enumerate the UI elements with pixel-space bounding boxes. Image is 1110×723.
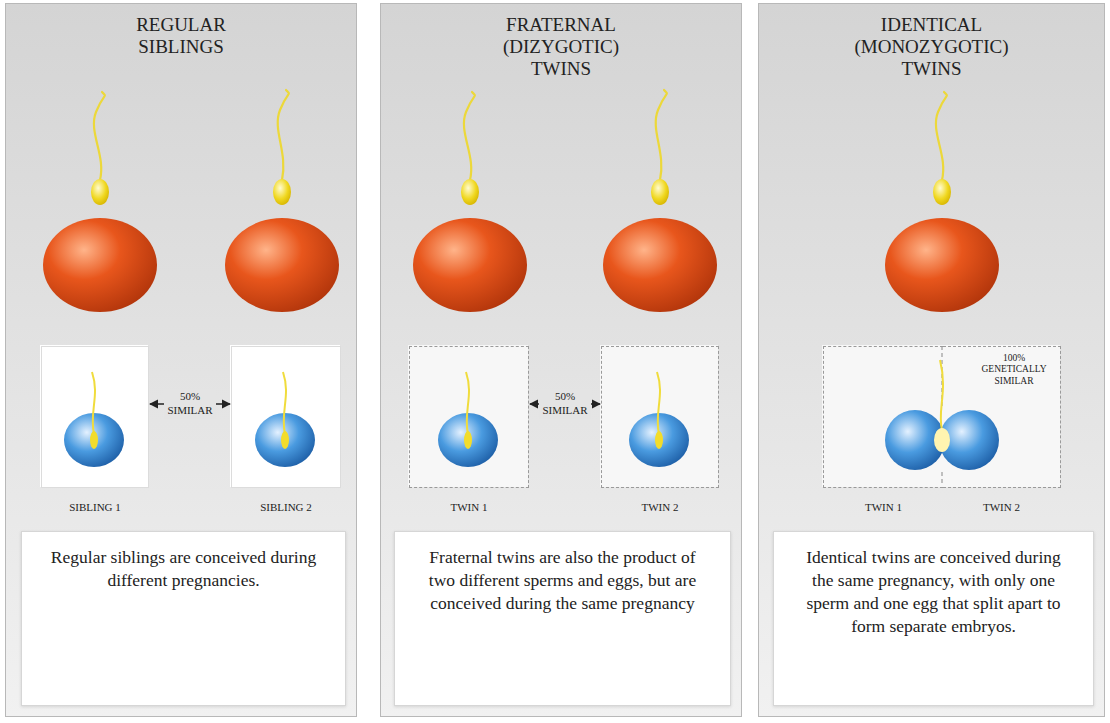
egg <box>603 218 717 312</box>
sperm-head <box>91 179 109 205</box>
box-ground <box>408 345 528 487</box>
egg <box>225 218 339 312</box>
description-box: Fraternal twins are also the product of … <box>394 531 731 706</box>
panel-title: IDENTICAL (MONOZYGOTIC) TWINS <box>854 14 1008 80</box>
box-ground <box>230 345 340 487</box>
panel: REGULAR SIBLINGS SIBLING 1 SIBLING 2 Regula… <box>5 3 357 717</box>
box-ground <box>600 345 718 487</box>
description-box: Identical twins are conceived during the… <box>773 531 1094 706</box>
embryo-nucleus <box>655 431 663 449</box>
sperm-head <box>273 179 291 205</box>
embryo-tail <box>92 372 95 434</box>
embryo-ball <box>629 413 689 467</box>
embryo-ball <box>64 413 124 467</box>
sperm-tail <box>94 92 105 180</box>
panel: IDENTICAL (MONOZYGOTIC) TWINSTWIN 1TWIN … <box>758 3 1105 717</box>
sibling-box: SIBLING 2 <box>231 346 341 488</box>
box-caption: SIBLING 1 <box>42 501 148 514</box>
embryo-nucleus <box>90 431 98 449</box>
sperm-head <box>933 179 951 205</box>
panel-ground <box>758 3 1105 717</box>
sibling-box: SIBLING 1 <box>41 346 149 488</box>
twin-box: TWIN 1 <box>409 346 529 488</box>
embryo-tail <box>657 372 660 434</box>
description-box: Regular siblings are conceived during di… <box>21 531 346 706</box>
embryo-nucleus <box>281 431 289 449</box>
egg <box>413 218 527 312</box>
embryo-ball <box>438 413 498 467</box>
panel-title: FRATERNAL (DIZYGOTIC) TWINS <box>503 14 619 80</box>
embryo-nucleus <box>464 431 472 449</box>
split-embryo <box>885 360 999 470</box>
box-caption: TWIN 2 <box>943 501 1060 514</box>
embryo <box>255 372 315 467</box>
edge-label: 50% SIMILAR <box>164 389 216 419</box>
sperm-tail <box>936 92 947 180</box>
box-ground <box>40 345 148 487</box>
embryo-tail <box>466 372 469 434</box>
embryo-ball <box>255 413 315 467</box>
panel: FRATERNAL (DIZYGOTIC) TWINS TWIN 1 TWIN 2 F… <box>380 3 742 717</box>
sperm-head <box>461 179 479 205</box>
similarity-note: 100% GENETICALLY SIMILAR <box>972 353 1056 387</box>
description-text: Identical twins are conceived during the… <box>774 532 1093 652</box>
sperm-tail <box>278 90 289 180</box>
description-text: Fraternal twins are also the product of … <box>395 532 730 629</box>
box-caption: TWIN 1 <box>410 501 528 514</box>
embryo <box>629 372 689 467</box>
panel-ground <box>380 3 742 717</box>
twin-box: TWIN 2 <box>601 346 719 488</box>
sperm-tail <box>464 92 475 180</box>
sperm-head <box>651 179 669 205</box>
panel-title: REGULAR SIBLINGS <box>136 14 226 58</box>
egg <box>885 218 999 312</box>
embryo-tail <box>283 372 286 434</box>
egg <box>43 218 157 312</box>
sperm-tail <box>656 90 667 180</box>
box-caption: SIBLING 2 <box>232 501 340 514</box>
embryo <box>438 372 498 467</box>
twin-box: TWIN 1 <box>823 346 943 488</box>
panel-ground <box>5 3 357 717</box>
edge-label: 50% SIMILAR <box>539 389 591 419</box>
box-ground <box>822 345 1060 487</box>
box-caption: TWIN 2 <box>602 501 718 514</box>
embryo <box>64 372 124 467</box>
embryo-nucleus <box>934 428 950 452</box>
description-text: Regular siblings are conceived during di… <box>22 532 345 606</box>
box-caption: TWIN 1 <box>824 501 943 514</box>
